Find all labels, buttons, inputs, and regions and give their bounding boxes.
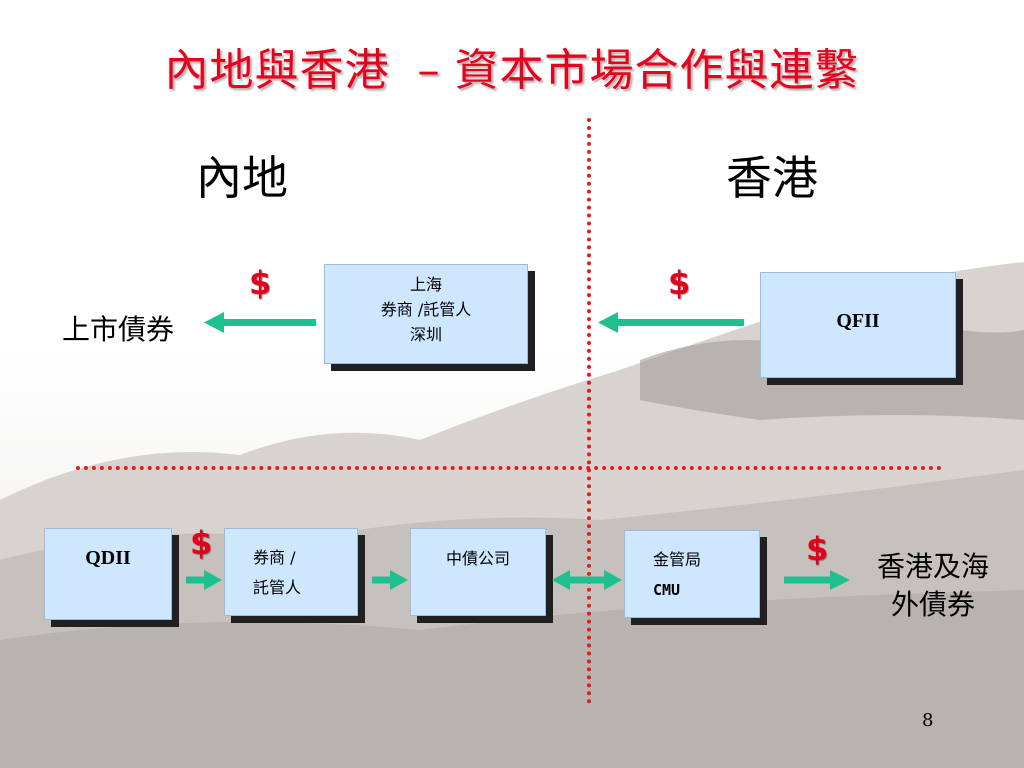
box-line-cmu: CMU: [653, 581, 681, 599]
listed-bonds-label: 上市債券: [62, 313, 175, 346]
qdii-box: QDII: [44, 528, 172, 620]
box-line-broker-custodian: 券商 /託管人: [380, 300, 472, 319]
broker-custodian-box: 券商 / 託管人: [224, 528, 358, 616]
hk-overseas-bonds-label: 香港及海 外債券: [858, 548, 1008, 624]
title-left: 內地與香港: [164, 45, 390, 96]
mainland-broker-custodian-box: 上海 券商 /託管人 深圳: [324, 264, 528, 364]
currency-symbol: $: [190, 524, 213, 562]
arrow-right-icon: [186, 570, 222, 590]
page-number: 8: [922, 710, 934, 731]
box-line-broker: 券商 /: [253, 548, 296, 567]
hkma-cmu-box: 金管局 CMU: [624, 530, 760, 618]
title-right: 資本市場合作與連繫: [454, 45, 860, 96]
slide-title: 內地與香港–資本市場合作與連繫: [0, 34, 1024, 98]
region-label-hongkong: 香港: [726, 151, 818, 205]
currency-symbol: $: [806, 530, 829, 568]
arrow-left-icon: [598, 312, 744, 333]
label-line-2: 外債券: [890, 588, 975, 621]
qfii-box: QFII: [760, 272, 956, 378]
arrow-left-icon: [204, 312, 316, 333]
horizontal-divider: [76, 466, 942, 470]
double-arrow-icon: [552, 570, 622, 590]
ccdc-box: 中債公司: [410, 528, 546, 616]
box-line-shanghai: 上海: [409, 275, 442, 294]
vertical-divider: [587, 118, 591, 704]
box-line-hkma: 金管局: [653, 550, 702, 569]
title-dash: –: [417, 45, 441, 96]
currency-symbol: $: [668, 264, 691, 302]
currency-symbol: $: [249, 264, 272, 302]
box-line-custodian: 託管人: [253, 578, 302, 597]
label-line-1: 香港及海: [876, 550, 989, 583]
box-line-shenzhen: 深圳: [409, 325, 442, 344]
arrow-right-icon: [372, 570, 408, 590]
arrow-right-icon: [784, 570, 850, 590]
region-label-mainland: 內地: [196, 151, 288, 205]
